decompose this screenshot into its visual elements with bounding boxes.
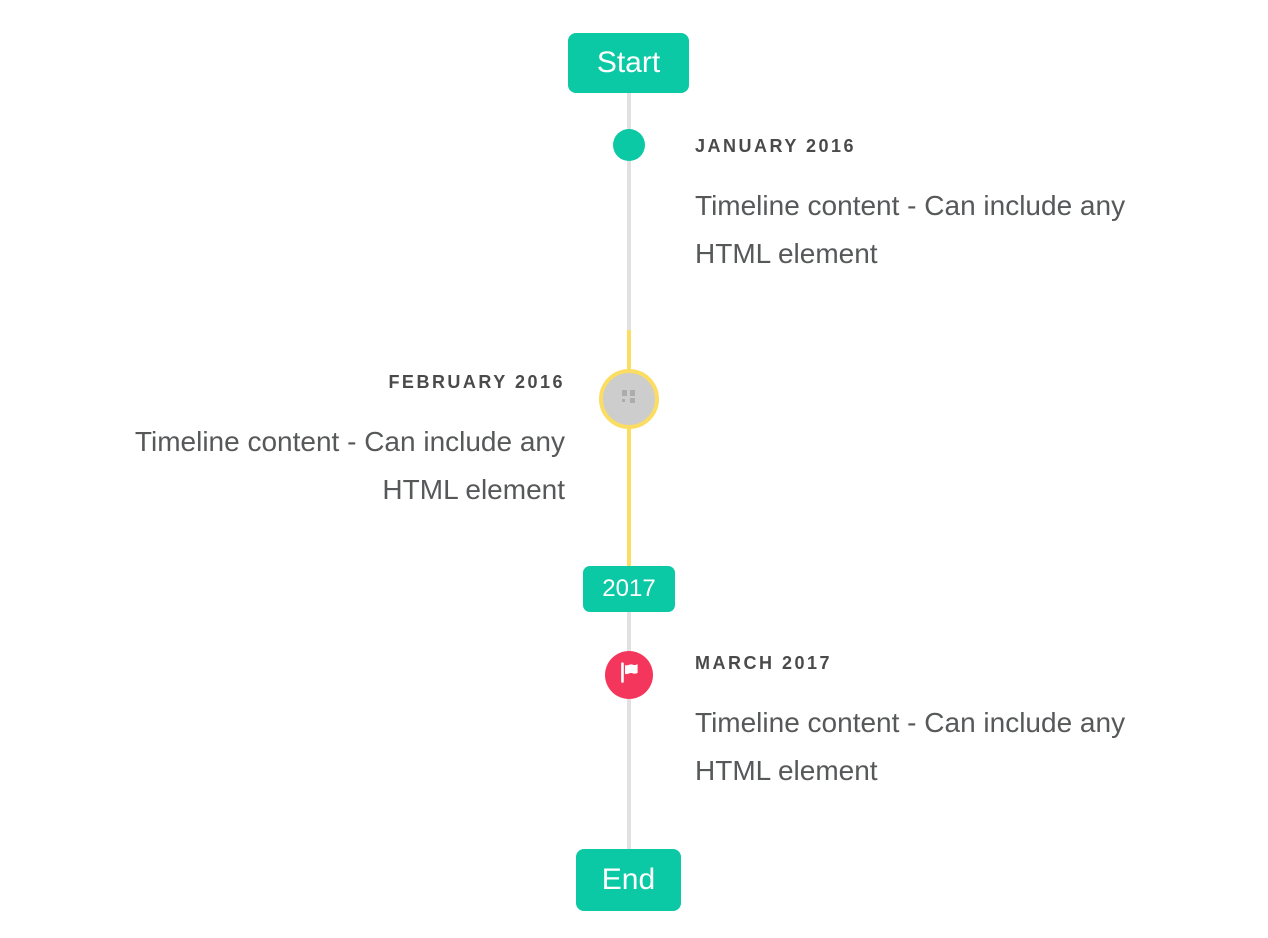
timeline-dot-marker bbox=[613, 129, 645, 161]
timeline-item-january-2016: JANUARY 2016 Timeline content - Can incl… bbox=[695, 135, 1235, 278]
start-flag-badge: Start bbox=[568, 33, 689, 93]
timeline-item-february-2016: FEBRUARY 2016 Timeline content - Can inc… bbox=[25, 371, 565, 514]
start-flag-label: Start bbox=[596, 46, 661, 79]
end-flag-label: End bbox=[601, 863, 656, 896]
item-content-line: HTML element bbox=[382, 474, 565, 505]
timeline-flag-marker bbox=[605, 651, 653, 699]
end-flag-badge: End bbox=[576, 849, 681, 911]
item-content-line: Timeline content - Can include any bbox=[695, 190, 1126, 221]
item-content-line: Timeline content - Can include any bbox=[695, 707, 1126, 738]
item-date-label: MARCH 2017 bbox=[695, 653, 833, 673]
item-content-line: HTML element bbox=[695, 238, 878, 269]
flag-icon bbox=[616, 659, 643, 691]
item-content: Timeline content - Can include any HTML … bbox=[695, 699, 1235, 795]
timeline-circle-marker bbox=[599, 369, 659, 429]
year-2017-badge: 2017 bbox=[583, 566, 675, 612]
item-date-label: JANUARY 2016 bbox=[695, 136, 857, 156]
item-content: Timeline content - Can include any HTML … bbox=[695, 182, 1235, 278]
item-content: Timeline content - Can include any HTML … bbox=[25, 418, 565, 514]
item-content-line: HTML element bbox=[695, 755, 878, 786]
timeline-item-march-2017: MARCH 2017 Timeline content - Can includ… bbox=[695, 652, 1235, 795]
broken-image-icon bbox=[620, 389, 638, 410]
item-content-line: Timeline content - Can include any bbox=[134, 426, 565, 457]
timeline-line-highlight bbox=[627, 330, 631, 570]
item-date-label: FEBRUARY 2016 bbox=[388, 372, 565, 392]
year-2017-label: 2017 bbox=[602, 575, 656, 602]
